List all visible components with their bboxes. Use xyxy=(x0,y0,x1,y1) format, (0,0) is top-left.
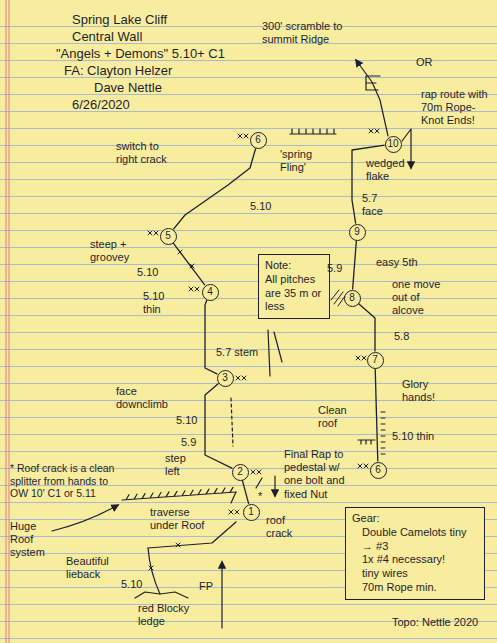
route-label: * Roof crack is a clean splitter from ha… xyxy=(10,462,118,500)
belay-number: 6 xyxy=(375,465,381,475)
belay-circle: 9 xyxy=(349,224,366,241)
route-label: 5.7 stem xyxy=(216,346,258,359)
note-box: Note:All pitches are 35 m or less xyxy=(258,254,330,319)
route-label: traverse under Roof xyxy=(150,506,212,532)
route-label: Topo: Nettle 2020 xyxy=(392,616,478,629)
belay-number: 10 xyxy=(387,139,398,149)
belay-number: 8 xyxy=(349,293,355,303)
route-label: Huge Roof system xyxy=(10,520,56,560)
rap-arrow xyxy=(274,476,275,496)
box-heading: Gear: xyxy=(352,512,478,526)
route-line xyxy=(353,241,357,290)
route-label: 5.10 thin xyxy=(392,430,434,443)
belay-number: 9 xyxy=(354,227,360,237)
route-line xyxy=(205,384,232,469)
belay-number: 7 xyxy=(372,355,378,365)
route-label: Glory hands! xyxy=(402,378,450,404)
bolt xyxy=(176,543,180,547)
route-line xyxy=(205,300,217,374)
route-line xyxy=(173,243,205,285)
belay-circle: 1 xyxy=(243,504,260,521)
scramble-arrow xyxy=(356,60,388,136)
route-label: Beautiful lieback xyxy=(66,555,118,581)
summit-symbol xyxy=(366,76,380,90)
corner-line xyxy=(231,398,233,446)
route-label: OR xyxy=(416,56,433,69)
route-label: 5.10 thin xyxy=(143,290,179,316)
belay-number: 4 xyxy=(207,287,213,297)
route-label: 'spring Fling' xyxy=(280,148,330,174)
belay-number: 3 xyxy=(222,373,228,383)
route-label: * xyxy=(258,490,262,503)
roof-hatch xyxy=(290,129,336,134)
box-heading: Note: xyxy=(265,259,323,273)
roof-line xyxy=(122,487,236,500)
box-text: 70m Rope min. xyxy=(362,581,478,595)
note-box: Gear:Double Camelots tiny → #31x #4 nece… xyxy=(345,507,485,600)
title-text: Central Wall xyxy=(72,29,142,45)
lieback-line xyxy=(148,548,160,594)
route-label: rap route with 70m Rope- Knot Ends! xyxy=(421,88,491,128)
route-line xyxy=(173,148,255,229)
route-label: 5.10 xyxy=(250,200,271,213)
route-label: face downclimb xyxy=(116,385,176,411)
stem-corner xyxy=(268,330,282,376)
anchor-bolts xyxy=(148,129,379,514)
belay-circle: 2 xyxy=(232,464,249,481)
title-text: Dave Nettle xyxy=(94,80,162,96)
belay-circle: 7 xyxy=(367,352,384,369)
route-line xyxy=(358,304,375,352)
belay-circle: 6 xyxy=(370,462,387,479)
route-label: one move out of alcove xyxy=(392,278,452,318)
route-label: wedged flake xyxy=(366,157,412,183)
belay-circle: 6 xyxy=(250,132,267,149)
box-text: Double Camelots tiny → #3 xyxy=(362,526,478,554)
route-line xyxy=(375,369,378,462)
belay-circle: 3 xyxy=(217,370,234,387)
route-label: 300' scramble to summit Ridge xyxy=(262,20,357,46)
pedestal xyxy=(231,478,262,503)
route-label: roof crack xyxy=(266,514,298,540)
belay-number: 6 xyxy=(255,135,261,145)
route-label: 5.10 xyxy=(176,414,197,427)
belay-circle: 5 xyxy=(160,228,177,245)
route-label: Clean roof xyxy=(318,404,358,430)
route-label: 5.9 xyxy=(327,262,342,275)
bolt xyxy=(149,566,153,570)
title-text: 6/26/2020 xyxy=(72,97,130,113)
box-text: tiny wires xyxy=(362,567,478,581)
belay-circle: 8 xyxy=(344,290,361,307)
route-label: 5.10 xyxy=(121,578,142,591)
title-text: Spring Lake Cliff xyxy=(72,12,167,28)
route-label: step left xyxy=(165,452,195,478)
alcove-hatch xyxy=(331,290,345,306)
route-label: FP xyxy=(199,580,213,593)
belay-number: 2 xyxy=(237,467,243,477)
roof-arrow xyxy=(52,505,118,531)
belay-circle: 4 xyxy=(202,284,219,301)
route-label: steep + groovey xyxy=(90,238,140,264)
box-text: All pitches are 35 m or less xyxy=(265,273,323,314)
title-text: "Angels + Demons" 5.10+ C1 xyxy=(56,46,225,62)
route-label: red Blocky ledge xyxy=(138,602,208,628)
route-label: 5.10 xyxy=(137,266,158,279)
route-label: 5.7 face xyxy=(362,192,394,218)
route-label: easy 5th xyxy=(376,256,418,269)
clean-roof xyxy=(358,440,375,444)
fp-line xyxy=(221,562,222,628)
route-label: 5.9 xyxy=(181,436,196,449)
route-label: 5.8 xyxy=(394,330,409,343)
route-label: Final Rap to pedestal w/ one bolt and fi… xyxy=(284,448,354,501)
ledge xyxy=(135,592,188,598)
margin-line xyxy=(6,0,9,643)
route-label: switch to right crack xyxy=(116,140,178,166)
box-text: 1x #4 necessary! xyxy=(362,553,478,567)
belay-circle: 10 xyxy=(385,136,402,153)
crack-ticks xyxy=(381,412,385,454)
belay-number: 1 xyxy=(248,507,254,517)
route-line xyxy=(242,480,248,504)
belay-number: 5 xyxy=(165,231,171,241)
title-text: FA: Clayton Helzer xyxy=(64,63,172,79)
